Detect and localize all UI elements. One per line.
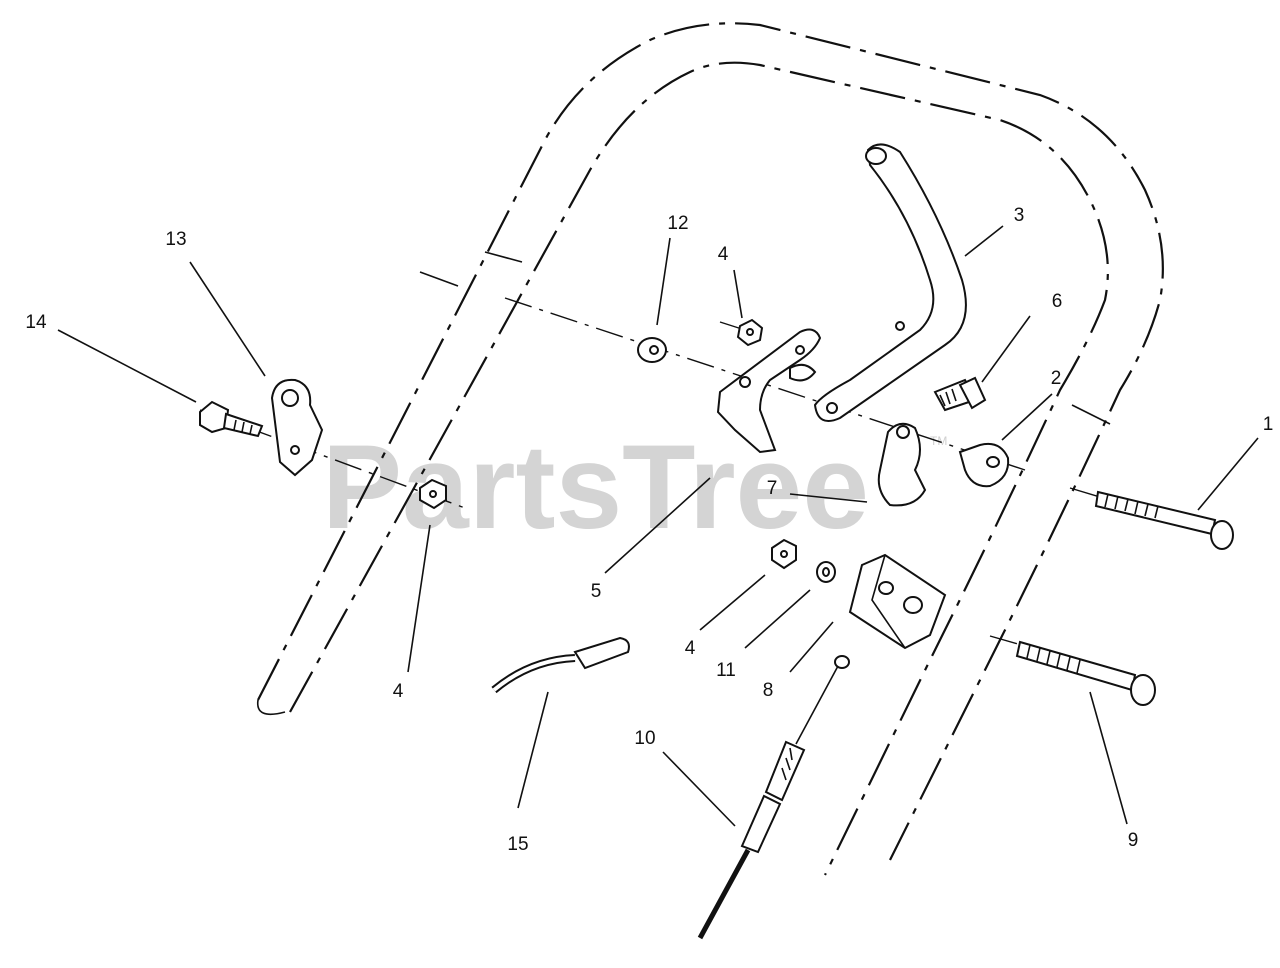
callout-12: 12 <box>667 213 688 234</box>
callout-6: 6 <box>1052 291 1063 312</box>
lever-7 <box>877 422 927 507</box>
handle-frame <box>256 22 1164 876</box>
callout-8: 8 <box>763 680 774 701</box>
watermark: PartsTree <box>322 420 869 554</box>
callout-7: 7 <box>767 478 778 499</box>
callout-13: 13 <box>165 229 186 250</box>
callout-1: 1 <box>1263 414 1274 435</box>
washer-11 <box>816 561 836 583</box>
callouts: 1 2 3 4 4 4 5 6 7 8 9 10 11 12 13 14 15 <box>25 205 1273 855</box>
control-cable-10 <box>697 655 850 940</box>
callout-4a: 4 <box>718 244 729 265</box>
callout-10: 10 <box>634 728 655 749</box>
bolt-6 <box>933 376 987 412</box>
callout-4b: 4 <box>393 681 404 702</box>
callout-9: 9 <box>1128 830 1139 851</box>
callout-14: 14 <box>25 312 47 333</box>
callout-11: 11 <box>716 660 736 681</box>
carriage-bolt-1 <box>1094 490 1234 550</box>
callout-5: 5 <box>591 581 602 602</box>
nut-4-upper <box>736 318 764 347</box>
callout-2: 2 <box>1051 368 1062 389</box>
control-bail <box>813 143 967 422</box>
bolt-14 <box>199 400 264 438</box>
cable-clamp-8 <box>848 553 947 650</box>
clamp-13 <box>270 378 324 477</box>
callout-15: 15 <box>507 834 528 855</box>
nut-4-left <box>419 478 447 510</box>
callout-3: 3 <box>1014 205 1025 226</box>
carriage-bolt-9 <box>1015 640 1156 706</box>
wire-connector-15 <box>491 636 630 694</box>
leader-lines <box>57 225 1259 827</box>
callout-4c: 4 <box>685 638 696 659</box>
nut-4-lower <box>771 538 797 570</box>
nut-12 <box>637 337 667 363</box>
knob-2 <box>958 442 1010 488</box>
bracket <box>716 328 822 454</box>
